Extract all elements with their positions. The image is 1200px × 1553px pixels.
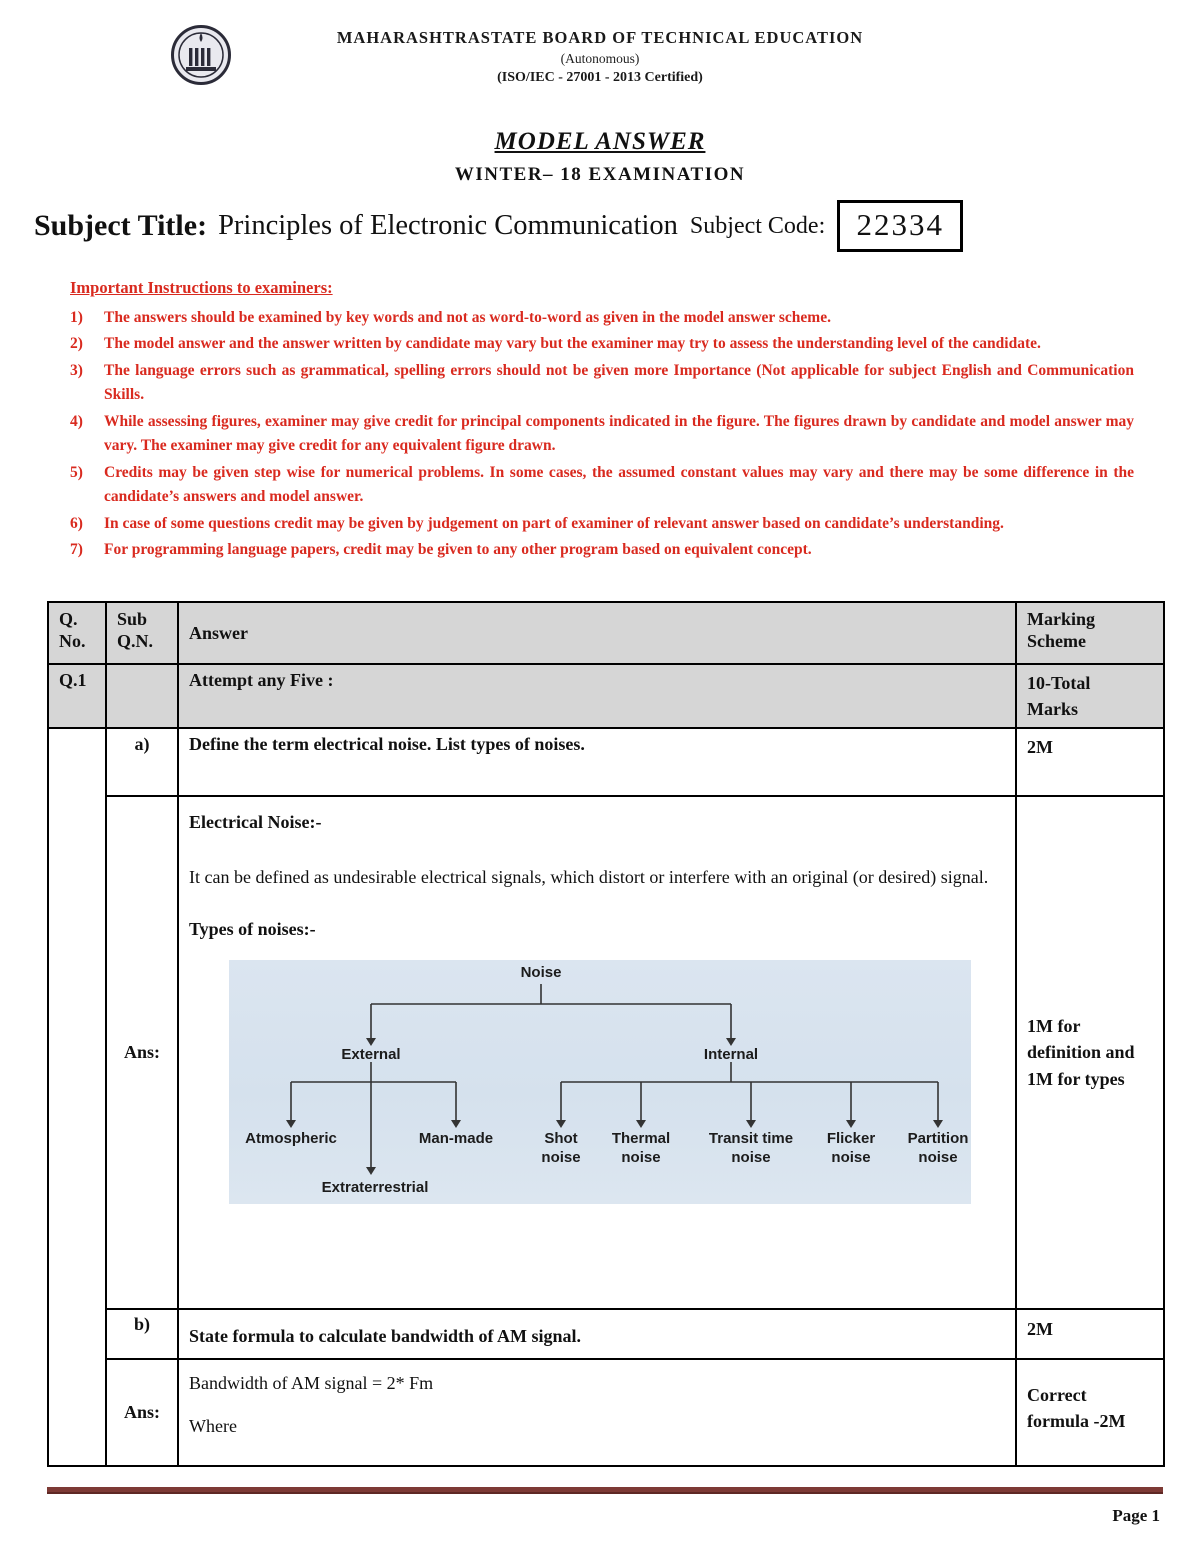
- formula-where: Where: [189, 1416, 237, 1437]
- sub-a-marks: 2M: [1015, 727, 1165, 798]
- subject-title-value: Principles of Electronic Communication: [218, 210, 678, 241]
- examiner-instructions: Important Instructions to examiners: 1) …: [70, 278, 1134, 563]
- table-header-row: Q. No. Sub Q.N. Answer Marking Scheme: [47, 600, 1165, 665]
- subject-title-label: Subject Title:: [34, 209, 208, 242]
- sub-a-answer-marks: 1M for definition and 1M for types: [1015, 795, 1165, 1311]
- answer-definition: It can be defined as undesirable electri…: [189, 867, 989, 888]
- sub-b-question-row: b) State formula to calculate bandwidth …: [48, 1308, 1165, 1361]
- org-autonomous: (Autonomous): [560, 51, 640, 66]
- instruction-text: For programming language papers, credit …: [104, 541, 812, 559]
- instruction-number: 5): [70, 463, 83, 481]
- instruction-item: 4) While assessing figures, examiner may…: [70, 410, 1134, 459]
- diagram-node-extraterrestrial: Extraterrestrial: [321, 1179, 429, 1197]
- sub-b-answer-row: Ans: Bandwidth of AM signal = 2* Fm Wher…: [48, 1358, 1165, 1468]
- sub-b-answer-marks: Correct formula -2M: [1015, 1358, 1165, 1468]
- diagram-node-external: External: [341, 1046, 401, 1064]
- diagram-node-internal: Internal: [703, 1046, 759, 1064]
- header-marking-scheme: Marking Scheme: [1015, 600, 1165, 665]
- instruction-text: While assessing figures, examiner may gi…: [104, 412, 1134, 455]
- diagram-node-noise: Noise: [520, 964, 562, 982]
- sub-a-answer-row: Ans: Electrical Noise:- It can be define…: [48, 795, 1165, 1311]
- bandwidth-formula: Bandwidth of AM signal = 2* Fm: [189, 1373, 434, 1394]
- sub-b-answer-cell: Bandwidth of AM signal = 2* Fm Where: [177, 1358, 1017, 1468]
- msbte-logo-icon: [170, 24, 232, 86]
- q1-sub-empty: [105, 662, 179, 730]
- sub-a-question: Define the term electrical noise. List t…: [177, 727, 1017, 798]
- instruction-number: 3): [70, 361, 83, 379]
- footer-divider: [47, 1487, 1163, 1494]
- q1-number: Q.1: [47, 662, 107, 730]
- q1-title: Attempt any Five :: [177, 662, 1017, 730]
- sub-a-question-row: a) Define the term electrical noise. Lis…: [47, 727, 1165, 1468]
- page-number: Page 1: [1112, 1506, 1160, 1525]
- instructions-heading: Important Instructions to examiners:: [70, 278, 333, 297]
- instruction-text: Credits may be given step wise for numer…: [104, 463, 1134, 506]
- subject-code-label: Subject Code:: [689, 212, 826, 239]
- instruction-text: The language errors such as grammatical,…: [104, 361, 1134, 404]
- instruction-item: 5) Credits may be given step wise for nu…: [70, 461, 1134, 510]
- answer-heading: Electrical Noise:-: [189, 812, 322, 833]
- instruction-item: 7) For programming language papers, cred…: [70, 538, 1134, 562]
- diagram-node-thermal-noise: Thermal noise: [611, 1130, 671, 1166]
- diagram-connectors: [286, 984, 943, 1176]
- noise-types-diagram: Noise External Internal Atmospheric Man-…: [229, 960, 971, 1205]
- instruction-item: 2) The model answer and the answer writt…: [70, 332, 1134, 356]
- answer-table: Q. No. Sub Q.N. Answer Marking Scheme Q.…: [47, 600, 1165, 1468]
- instruction-text: The model answer and the answer written …: [104, 335, 1041, 353]
- instruction-text: In case of some questions credit may be …: [104, 514, 1004, 532]
- sub-b-label: b): [105, 1308, 179, 1361]
- q1-body-spacer: [47, 727, 107, 1468]
- header-q-no: Q. No.: [47, 600, 107, 665]
- instruction-number: 2): [70, 335, 83, 353]
- sub-a-ans-label: Ans:: [105, 795, 179, 1311]
- subject-code-value: 22334: [837, 200, 964, 252]
- header-answer: Answer: [177, 600, 1017, 665]
- diagram-node-flicker-noise: Flicker noise: [826, 1130, 876, 1166]
- answer-types-heading: Types of noises:-: [189, 919, 316, 940]
- subject-line: Subject Title: Principles of Electronic …: [0, 200, 1200, 252]
- model-answer-title: MODEL ANSWER: [494, 128, 706, 155]
- question-1-row: Q.1 Attempt any Five : 10-Total Marks: [47, 662, 1165, 730]
- instruction-item: 6) In case of some questions credit may …: [70, 512, 1134, 536]
- sub-b-ans-label: Ans:: [105, 1358, 179, 1468]
- examination-title: WINTER– 18 EXAMINATION: [454, 164, 746, 185]
- instruction-text: The answers should be examined by key wo…: [104, 309, 831, 326]
- diagram-node-shot-noise: Shot noise: [541, 1130, 581, 1166]
- header-sub-qn: Sub Q.N.: [105, 600, 179, 665]
- instruction-item: 3) The language errors such as grammatic…: [70, 359, 1134, 408]
- instruction-item: 1) The answers should be examined by key…: [70, 306, 1134, 330]
- diagram-node-atmospheric: Atmospheric: [245, 1130, 337, 1148]
- org-name: MAHARASHTRASTATE BOARD OF TECHNICAL EDUC…: [336, 28, 864, 47]
- instruction-number: 7): [70, 541, 83, 559]
- q1-total-marks: 10-Total Marks: [1015, 662, 1165, 730]
- sub-b-marks: 2M: [1015, 1308, 1165, 1361]
- diagram-node-man-made: Man-made: [418, 1130, 494, 1148]
- diagram-node-partition-noise: Partition noise: [907, 1130, 969, 1166]
- instruction-number: 4): [70, 412, 83, 430]
- document-header: MAHARASHTRASTATE BOARD OF TECHNICAL EDUC…: [0, 0, 1200, 86]
- instruction-number: 6): [70, 514, 83, 532]
- instruction-number: 1): [70, 309, 83, 326]
- sub-b-question: State formula to calculate bandwidth of …: [177, 1308, 1017, 1361]
- org-certification: (ISO/IEC - 27001 - 2013 Certified): [497, 70, 703, 85]
- sub-a-label: a): [105, 727, 179, 798]
- diagram-node-transit-time-noise: Transit time noise: [708, 1130, 794, 1166]
- sub-a-answer-cell: Electrical Noise:- It can be defined as …: [177, 795, 1017, 1311]
